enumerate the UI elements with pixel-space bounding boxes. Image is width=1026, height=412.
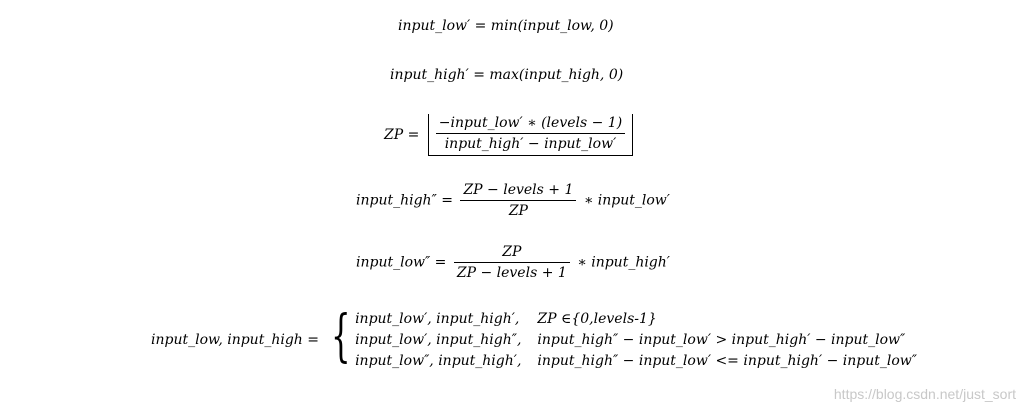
floor-bracket: −input_low′ ∗ (levels − 1) input_high′ −… — [427, 114, 634, 156]
formula-piecewise-cases: input_low, input_high = { input_low′, in… — [151, 304, 917, 370]
case-3-value: input_low″, input_high′, — [355, 353, 522, 369]
zero-point-numerator: −input_low′ ∗ (levels − 1) — [438, 115, 623, 131]
zero-point-denominator: input_high′ − input_low′ — [444, 136, 617, 152]
input-low-double-prime-denominator: ZP − levels + 1 — [456, 265, 567, 281]
formula-input-low-double-prime-lhs: input_low″ = — [356, 254, 447, 271]
formula-input-high-double-prime-rhs: ∗ input_low′ — [583, 192, 670, 209]
cases-grid: input_low′, input_high′, ZP ∈{0,levels-1… — [355, 310, 917, 370]
case-3-condition: input_high″ − input_low′ <= input_high′ … — [537, 353, 917, 369]
formula-input-low-double-prime-rhs: ∗ input_high′ — [577, 254, 670, 271]
watermark-url: https://blog.csdn.net/just_sort — [833, 386, 1016, 402]
formula-input-high-prime: input_high′ = max(input_high, 0) — [390, 68, 623, 82]
input-low-double-prime-numerator: ZP — [502, 244, 522, 260]
cases-block: { input_low′, input_high′, ZP ∈{0,levels… — [323, 304, 917, 370]
case-2-value: input_low′, input_high″, — [355, 332, 522, 348]
case-1-condition: ZP ∈{0,levels-1} — [537, 311, 657, 327]
formula-input-low-prime-text: input_low′ = min(input_low, 0) — [398, 18, 614, 34]
formula-zero-point: ZP = −input_low′ ∗ (levels − 1) input_hi… — [384, 114, 634, 156]
fraction-bar — [435, 133, 626, 134]
case-1-value: input_low′, input_high′, — [355, 311, 520, 327]
zero-point-fraction: −input_low′ ∗ (levels − 1) input_high′ −… — [435, 114, 626, 153]
formula-zero-point-lhs: ZP = — [384, 127, 420, 143]
left-brace: { — [331, 304, 352, 369]
formula-input-low-double-prime: input_low″ = ZP ZP − levels + 1 ∗ input_… — [356, 243, 670, 282]
case-2-condition: input_high″ − input_low′ > input_high′ −… — [537, 332, 906, 348]
formula-input-high-prime-text: input_high′ = max(input_high, 0) — [390, 67, 624, 83]
input-high-double-prime-numerator: ZP − levels + 1 — [463, 182, 574, 198]
fraction-bar — [460, 200, 577, 201]
input-low-double-prime-fraction: ZP ZP − levels + 1 — [453, 243, 570, 282]
input-high-double-prime-denominator: ZP — [508, 203, 528, 219]
fraction-bar — [453, 262, 570, 263]
formula-input-high-double-prime-lhs: input_high″ = — [356, 192, 453, 209]
input-high-double-prime-fraction: ZP − levels + 1 ZP — [460, 181, 577, 220]
formula-input-low-prime: input_low′ = min(input_low, 0) — [398, 19, 614, 33]
formula-input-high-double-prime: input_high″ = ZP − levels + 1 ZP ∗ input… — [356, 181, 670, 220]
piecewise-lhs: input_low, input_high = — [151, 332, 319, 348]
